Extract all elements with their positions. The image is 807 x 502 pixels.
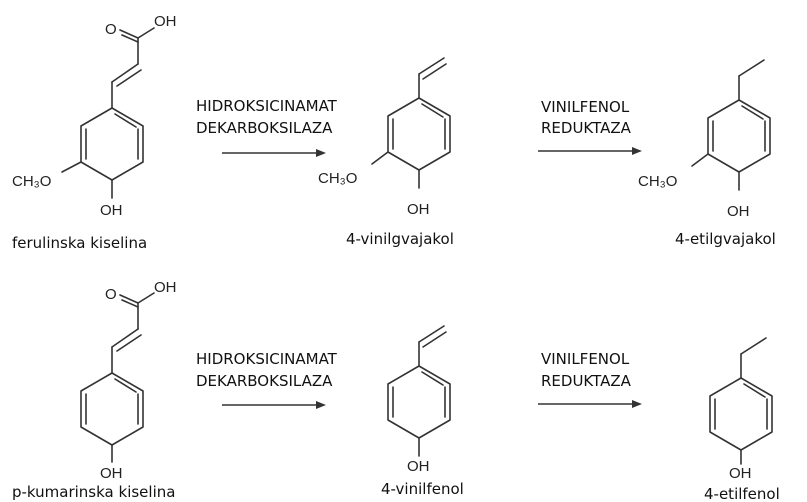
ethylphenol-name: 4-etilfenol: [704, 485, 780, 502]
benzene-ring: [80, 107, 144, 181]
arrowhead-3: [316, 401, 326, 409]
ethylguaiacol-structure: [691, 59, 771, 191]
phenol-oh-label: OH: [100, 202, 123, 219]
enzyme1-label-line2: DEKARBOKSILAZA: [196, 119, 333, 137]
enzyme2-label-line1: VINILFENOL: [541, 350, 630, 368]
enzyme1-label-line2: DEKARBOKSILAZA: [196, 372, 333, 390]
enzyme1-label-line1: HIDROKSICINAMAT: [196, 97, 338, 115]
carboxyl-oh-label: OH: [154, 279, 177, 296]
phenol-oh-label: OH: [407, 458, 430, 475]
arrowhead-2: [632, 147, 642, 155]
vinylguaiacol-name: 4-vinilgvajakol: [346, 230, 454, 248]
methoxy-label: CH₃O: [638, 173, 677, 190]
methoxy-label: CH₃O: [318, 170, 357, 187]
arrowhead-4: [632, 400, 642, 408]
carbonyl-oxygen-label: O: [105, 21, 117, 38]
enzyme1-label-line1: HIDROKSICINAMAT: [196, 350, 338, 368]
enzyme2-label-line2: REDUKTAZA: [541, 119, 632, 137]
phenol-oh-label: OH: [727, 203, 750, 220]
coumaric-acid-name: p-kumarinska kiselina: [12, 483, 175, 501]
phenol-oh-label: OH: [100, 465, 123, 482]
phenol-oh-label: OH: [729, 465, 752, 482]
vinylphenol-name: 4-vinilfenol: [381, 480, 464, 498]
enzyme2-label-line2: REDUKTAZA: [541, 372, 632, 390]
vinylguaiacol-structure: [371, 57, 451, 189]
vinylphenol-structure: [387, 325, 451, 457]
phenol-oh-label: OH: [407, 201, 430, 218]
ferulic-acid-name: ferulinska kiselina: [12, 234, 147, 252]
enzyme2-label-line1: VINILFENOL: [541, 98, 630, 116]
arrowhead-1: [316, 149, 326, 157]
ethylphenol-structure: [709, 337, 773, 465]
coumaric-acid-structure: [80, 292, 155, 463]
carboxyl-oh-label: OH: [154, 13, 177, 30]
methoxy-label: CH₃O: [12, 173, 51, 190]
carbonyl-oxygen-label: O: [105, 286, 117, 303]
ferulic-acid-structure: [61, 27, 155, 199]
ethylguaiacol-name: 4-etilgvajakol: [675, 230, 776, 248]
